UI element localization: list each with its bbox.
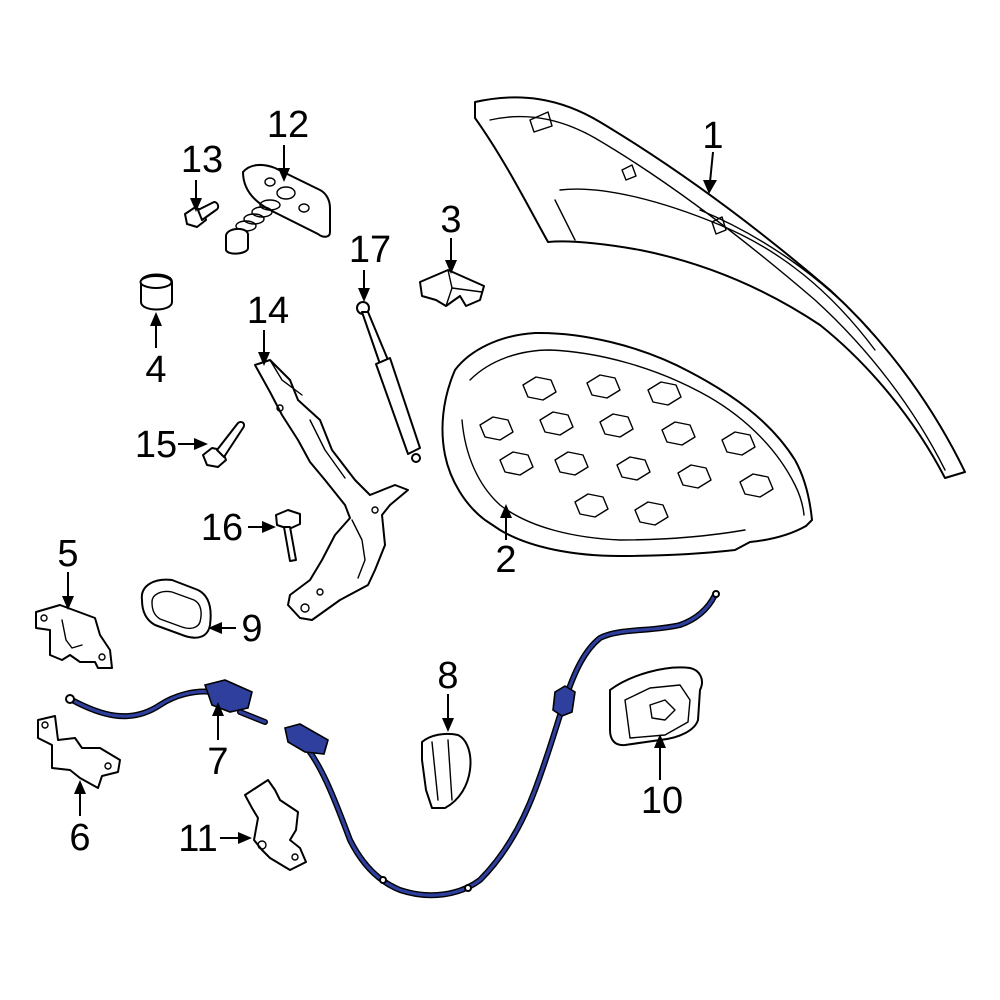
cable-bracket[interactable] [244, 779, 307, 871]
callout-15: 15 [135, 424, 177, 466]
callout-labels: 1 2 3 4 5 6 7 8 9 10 11 12 13 14 15 16 1… [57, 104, 723, 860]
hood-clip[interactable] [419, 269, 485, 307]
release-handle-bezel[interactable] [609, 666, 703, 747]
callout-2: 2 [495, 539, 516, 581]
callout-12: 12 [267, 104, 309, 146]
hood-latch[interactable] [35, 604, 113, 669]
hood-panel[interactable] [474, 96, 966, 479]
callout-3: 3 [440, 199, 461, 241]
callout-17: 17 [349, 229, 391, 271]
callout-7: 7 [207, 741, 228, 783]
latch-bracket[interactable] [37, 715, 121, 789]
grommet[interactable] [140, 578, 212, 639]
callout-10: 10 [641, 780, 683, 822]
hood-lift-strut[interactable] [356, 301, 421, 463]
hinge-bolt[interactable] [202, 420, 246, 468]
leader-lines [62, 145, 717, 844]
release-handle[interactable] [421, 732, 472, 809]
screw[interactable] [184, 201, 220, 228]
callout-9: 9 [241, 608, 262, 650]
hood-release-cable[interactable] [65, 590, 720, 899]
callout-11: 11 [178, 818, 217, 860]
callout-13: 13 [181, 139, 223, 181]
callout-1: 1 [702, 115, 723, 157]
callout-16: 16 [201, 507, 243, 549]
callout-14: 14 [247, 290, 289, 332]
hood-bumper[interactable] [139, 273, 173, 311]
hinge-stud[interactable] [275, 509, 301, 562]
callout-6: 6 [69, 817, 90, 859]
callout-8: 8 [437, 655, 458, 697]
callout-5: 5 [57, 533, 78, 575]
hood-hinge[interactable] [254, 359, 409, 621]
insulator-hex-cutouts [479, 374, 774, 526]
callout-4: 4 [145, 349, 166, 391]
hood-insulator[interactable] [441, 331, 813, 557]
hood-spring[interactable] [225, 199, 281, 255]
